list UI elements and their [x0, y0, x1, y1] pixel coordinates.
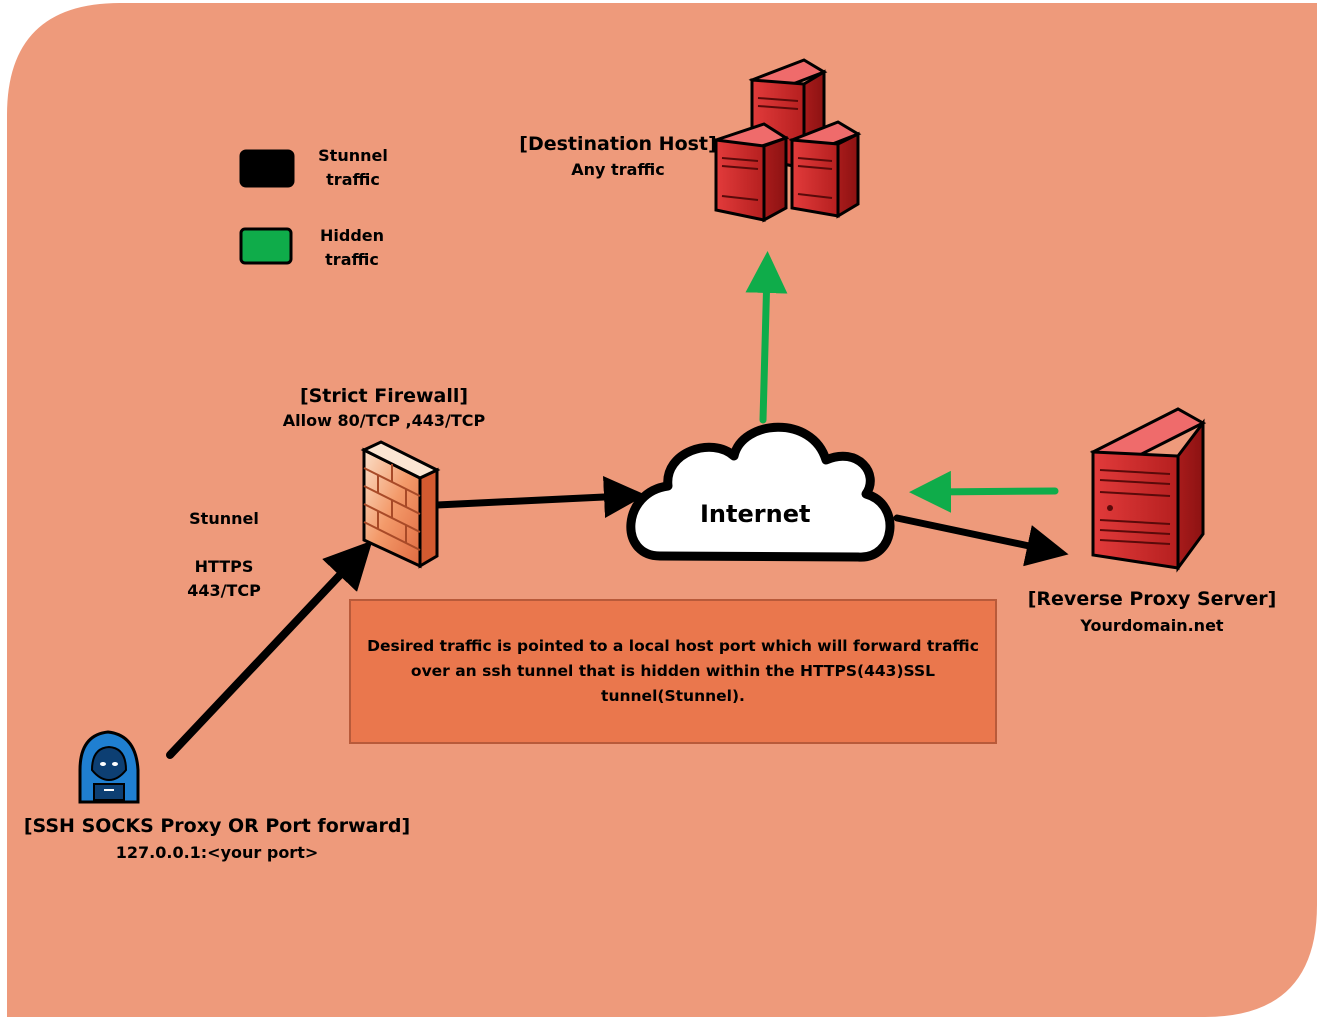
internet-label: Internet — [700, 500, 811, 528]
legend-hidden-swatch — [239, 227, 293, 265]
server-group-icon — [712, 58, 862, 223]
legend-stunnel-swatch — [239, 149, 295, 188]
server-icon — [1089, 407, 1207, 573]
edge-label-https: HTTPS — [194, 557, 254, 576]
destination-subtitle: Any traffic — [571, 160, 665, 179]
client-subtitle: 127.0.0.1:<your port> — [115, 843, 319, 862]
arrow-client-to-firewall — [166, 540, 373, 759]
destination-title: [Destination Host] — [519, 133, 717, 155]
edge-label-stunnel: Stunnel — [189, 509, 259, 528]
client-title: [SSH SOCKS Proxy OR Port forward] — [23, 815, 411, 837]
proxy-title: [Reverse Proxy Server] — [1027, 588, 1277, 610]
arrow-internet-to-destination — [745, 251, 788, 424]
server-right — [788, 120, 862, 219]
arrow-firewall-to-internet — [433, 476, 646, 518]
note-box: Desired traffic is pointed to a local ho… — [349, 599, 997, 744]
hooded-user-icon — [78, 730, 140, 804]
arrow-proxy-to-internet — [909, 470, 1059, 513]
firewall-title: [Strict Firewall] — [299, 385, 469, 407]
legend-stunnel-label: Stunnel traffic — [318, 146, 388, 189]
firewall-subtitle: Allow 80/TCP ,443/TCP — [282, 411, 486, 430]
note-text: Desired traffic is pointed to a local ho… — [367, 637, 979, 705]
arrow-internet-to-proxy — [893, 514, 1069, 567]
server-left — [712, 122, 790, 223]
legend-hidden-label: Hidden traffic — [319, 226, 385, 269]
edge-label-port: 443/TCP — [187, 581, 261, 600]
cloud-icon — [626, 422, 895, 562]
proxy-subtitle: Yourdomain.net — [1080, 616, 1224, 635]
firewall-icon — [360, 440, 441, 569]
